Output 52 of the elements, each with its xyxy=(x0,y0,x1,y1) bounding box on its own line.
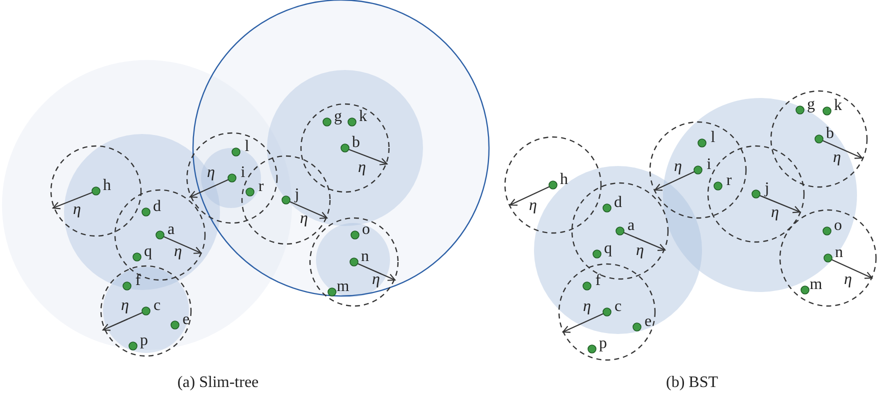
point-label: r xyxy=(726,173,732,189)
point-label: g xyxy=(807,97,815,113)
point-label: f xyxy=(595,273,601,289)
radius-label: η xyxy=(529,198,537,214)
radius-label: η xyxy=(583,299,591,315)
caption: (a) Slim-tree xyxy=(177,375,259,391)
radius-label: η xyxy=(833,150,841,166)
point-label: l xyxy=(710,130,716,146)
point-label: b xyxy=(826,126,834,142)
point-label: i xyxy=(706,157,712,173)
radius-label: η xyxy=(636,243,644,259)
radius-label: η xyxy=(73,202,81,218)
point-label: o xyxy=(362,222,370,238)
radius-label: η xyxy=(674,159,682,175)
point-label: l xyxy=(244,139,250,155)
point-label: k xyxy=(359,109,367,125)
point-label: c xyxy=(153,298,161,314)
point-label: b xyxy=(352,135,360,151)
point-label: a xyxy=(627,218,635,234)
point-label: p xyxy=(599,336,607,352)
point-label: a xyxy=(167,222,175,238)
radius-label: η xyxy=(300,211,308,227)
caption: (b) BST xyxy=(666,375,718,391)
point-label: p xyxy=(140,333,148,349)
point-label: g xyxy=(334,109,342,125)
radius-label: η xyxy=(372,272,380,288)
point-label: q xyxy=(144,244,152,260)
point-label: q xyxy=(604,241,612,257)
point-label: i xyxy=(240,165,246,181)
point-label: o xyxy=(834,218,842,234)
point-label: n xyxy=(835,245,843,261)
radius-label: η xyxy=(207,165,215,181)
radius-label: η xyxy=(844,272,852,288)
point-label: c xyxy=(614,299,622,315)
point-label: e xyxy=(182,312,190,328)
point-label: m xyxy=(336,279,350,295)
point-label: j xyxy=(294,187,300,203)
point-label: e xyxy=(644,314,652,330)
radius-label: η xyxy=(358,160,366,176)
radius-label: η xyxy=(771,205,779,221)
point-label: d xyxy=(153,199,161,215)
point-label: f xyxy=(135,273,141,289)
radius-label: η xyxy=(121,298,129,314)
radius-label: η xyxy=(174,244,182,260)
point-label: h xyxy=(103,178,111,194)
point-label: m xyxy=(810,277,822,293)
point-label: n xyxy=(361,249,369,265)
point-label: h xyxy=(560,172,568,188)
point-label: r xyxy=(258,179,264,195)
point-label: k xyxy=(834,98,842,114)
point-label: j xyxy=(764,181,770,197)
point-label: d xyxy=(614,195,622,211)
